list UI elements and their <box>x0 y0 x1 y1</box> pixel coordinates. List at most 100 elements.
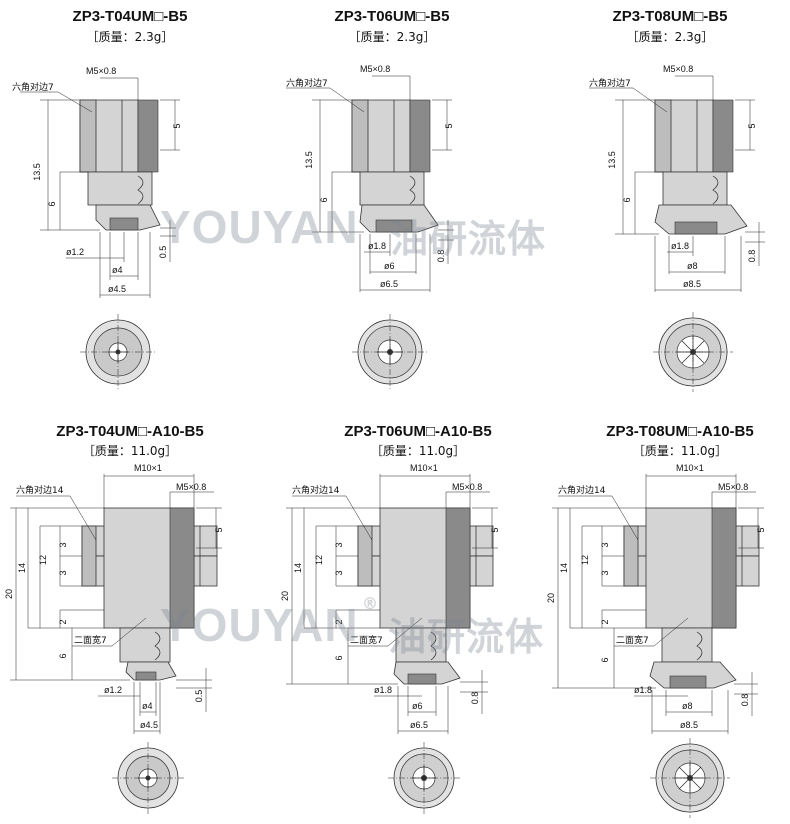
drawing-t06a: M10×1 M5×0.8 六角对边14 二面宽7 20 14 12 3 3 2 … <box>280 463 500 814</box>
height-c1-label: 3 <box>334 542 344 547</box>
hex-label: 六角对边14 <box>558 484 606 496</box>
height-c2-label: 3 <box>600 570 610 575</box>
height-top-label: 5 <box>747 123 757 128</box>
drawing-t08a: M10×1 M5×0.8 六角对边14 二面宽7 20 14 12 3 3 2 … <box>546 463 766 818</box>
d1-label: ø1.8 <box>374 685 392 695</box>
hex-label: 六角对边14 <box>16 484 64 496</box>
d3-label: ø8.5 <box>683 279 701 289</box>
height-total-label: 20 <box>4 589 14 599</box>
drawing-t04a: M10×1 M5×0.8 六角对边14 二面宽7 20 14 12 3 3 2 … <box>4 463 224 814</box>
height-lower-label: 6 <box>334 655 344 660</box>
end-view-t08a <box>650 738 730 818</box>
mass-t08: ［质量：2.3g］ <box>626 30 714 44</box>
lip-label: 0.8 <box>747 250 757 263</box>
drawing-t06: M5×0.8 六角对边7 13.5 6 5 0.8 ø1.8 ø6 ø6.5 <box>286 64 454 390</box>
height-top-label: 5 <box>172 123 182 128</box>
d3-label: ø6.5 <box>410 720 428 730</box>
mass-t04a: ［质量：11.0g］ <box>82 444 178 458</box>
watermark-cjk-top: 油研流体 <box>390 217 547 261</box>
thread-label: M5×0.8 <box>360 64 390 74</box>
title-t04: ZP3-T04UM□-B5 <box>72 8 188 25</box>
height-c1-label: 3 <box>600 542 610 547</box>
height-a-label: 14 <box>559 563 569 573</box>
d3-label: ø6.5 <box>380 279 398 289</box>
lip-label: 0.8 <box>436 250 446 263</box>
thread-label: M5×0.8 <box>86 66 116 76</box>
title-t08a: ZP3-T08UM□-A10-B5 <box>606 423 754 440</box>
height-c2-label: 3 <box>334 570 344 575</box>
height-top-label: 5 <box>444 123 454 128</box>
watermark-cjk-bottom: 油研流体 <box>388 615 545 659</box>
d2-label: ø6 <box>384 261 395 271</box>
d3-label: ø8.5 <box>680 720 698 730</box>
thread-label: M5×0.8 <box>663 64 693 74</box>
d2-label: ø4 <box>112 265 123 275</box>
height-total-label: 13.5 <box>32 163 42 181</box>
height-lower-label: 6 <box>47 201 57 206</box>
hex-label: 六角对边7 <box>589 77 631 89</box>
watermark-latin-bottom: YOUYAN <box>160 599 359 651</box>
height-d-label: 2 <box>58 619 68 624</box>
d2-label: ø8 <box>687 261 698 271</box>
flat-width-label: 二面宽7 <box>350 634 383 646</box>
height-d-label: 2 <box>600 619 610 624</box>
height-lower-label: 6 <box>622 197 632 202</box>
end-view-t06a <box>388 742 460 814</box>
d1-label: ø1.8 <box>634 685 652 695</box>
height-total-label: 20 <box>280 591 290 601</box>
height-lower-label: 6 <box>58 653 68 658</box>
height-d-label: 2 <box>334 619 344 624</box>
d1-label: ø1.2 <box>66 247 84 257</box>
height-b-label: 12 <box>38 555 48 565</box>
height-total-label: 13.5 <box>304 151 314 169</box>
mass-t06: ［质量：2.3g］ <box>348 30 436 44</box>
end-view-t08 <box>653 312 733 392</box>
mass-t04: ［质量：2.3g］ <box>86 30 174 44</box>
d2-label: ø8 <box>682 701 693 711</box>
drawing-t08: M5×0.8 六角对边7 13.5 6 5 0.8 ø1.8 ø8 ø8.5 <box>589 64 765 392</box>
height-top-label: 5 <box>756 527 766 532</box>
hex-label: 六角对边7 <box>286 77 328 89</box>
height-total-label: 13.5 <box>607 151 617 169</box>
d1-label: ø1.8 <box>671 241 689 251</box>
thread-label: M5×0.8 <box>718 482 748 492</box>
height-c2-label: 3 <box>58 570 68 575</box>
height-c1-label: 3 <box>58 542 68 547</box>
height-top-label: 5 <box>214 527 224 532</box>
thread-label: M5×0.8 <box>452 482 482 492</box>
drawing-t04: M5×0.8 六角对边7 13.5 6 5 0.5 ø1.2 ø4 ø4.5 <box>12 66 182 390</box>
title-t06a: ZP3-T06UM□-A10-B5 <box>344 423 492 440</box>
height-a-label: 14 <box>17 563 27 573</box>
d2-label: ø4 <box>142 701 153 711</box>
lip-label: 0.5 <box>194 690 204 703</box>
outer-thread-label: M10×1 <box>134 463 162 473</box>
title-t06: ZP3-T06UM□-B5 <box>334 8 450 25</box>
hex-label: 六角对边14 <box>292 484 340 496</box>
lip-label: 0.8 <box>740 694 750 707</box>
thread-label: M5×0.8 <box>176 482 206 492</box>
lip-label: 0.5 <box>158 246 168 259</box>
d2-label: ø6 <box>412 701 423 711</box>
d1-label: ø1.2 <box>104 685 122 695</box>
height-b-label: 12 <box>580 555 590 565</box>
hex-label: 六角对边7 <box>12 81 54 93</box>
d3-label: ø4.5 <box>140 720 158 730</box>
height-top-label: 5 <box>490 527 500 532</box>
height-total-label: 20 <box>546 593 556 603</box>
mass-t08a: ［质量：11.0g］ <box>632 444 728 458</box>
height-lower-label: 6 <box>319 197 329 202</box>
mass-t06a: ［质量：11.0g］ <box>370 444 466 458</box>
height-lower-label: 6 <box>600 657 610 662</box>
title-t08: ZP3-T08UM□-B5 <box>612 8 728 25</box>
d1-label: ø1.8 <box>368 241 386 251</box>
end-view-t04a <box>112 742 184 814</box>
flat-width-label: 二面宽7 <box>74 634 107 646</box>
outer-thread-label: M10×1 <box>410 463 438 473</box>
title-t04a: ZP3-T04UM□-A10-B5 <box>56 423 204 440</box>
watermark-latin-top: YOUYAN <box>160 201 359 253</box>
end-view-t04 <box>80 314 156 390</box>
lip-label: 0.8 <box>470 692 480 705</box>
flat-width-label: 二面宽7 <box>616 634 649 646</box>
end-view-t06 <box>352 314 428 390</box>
